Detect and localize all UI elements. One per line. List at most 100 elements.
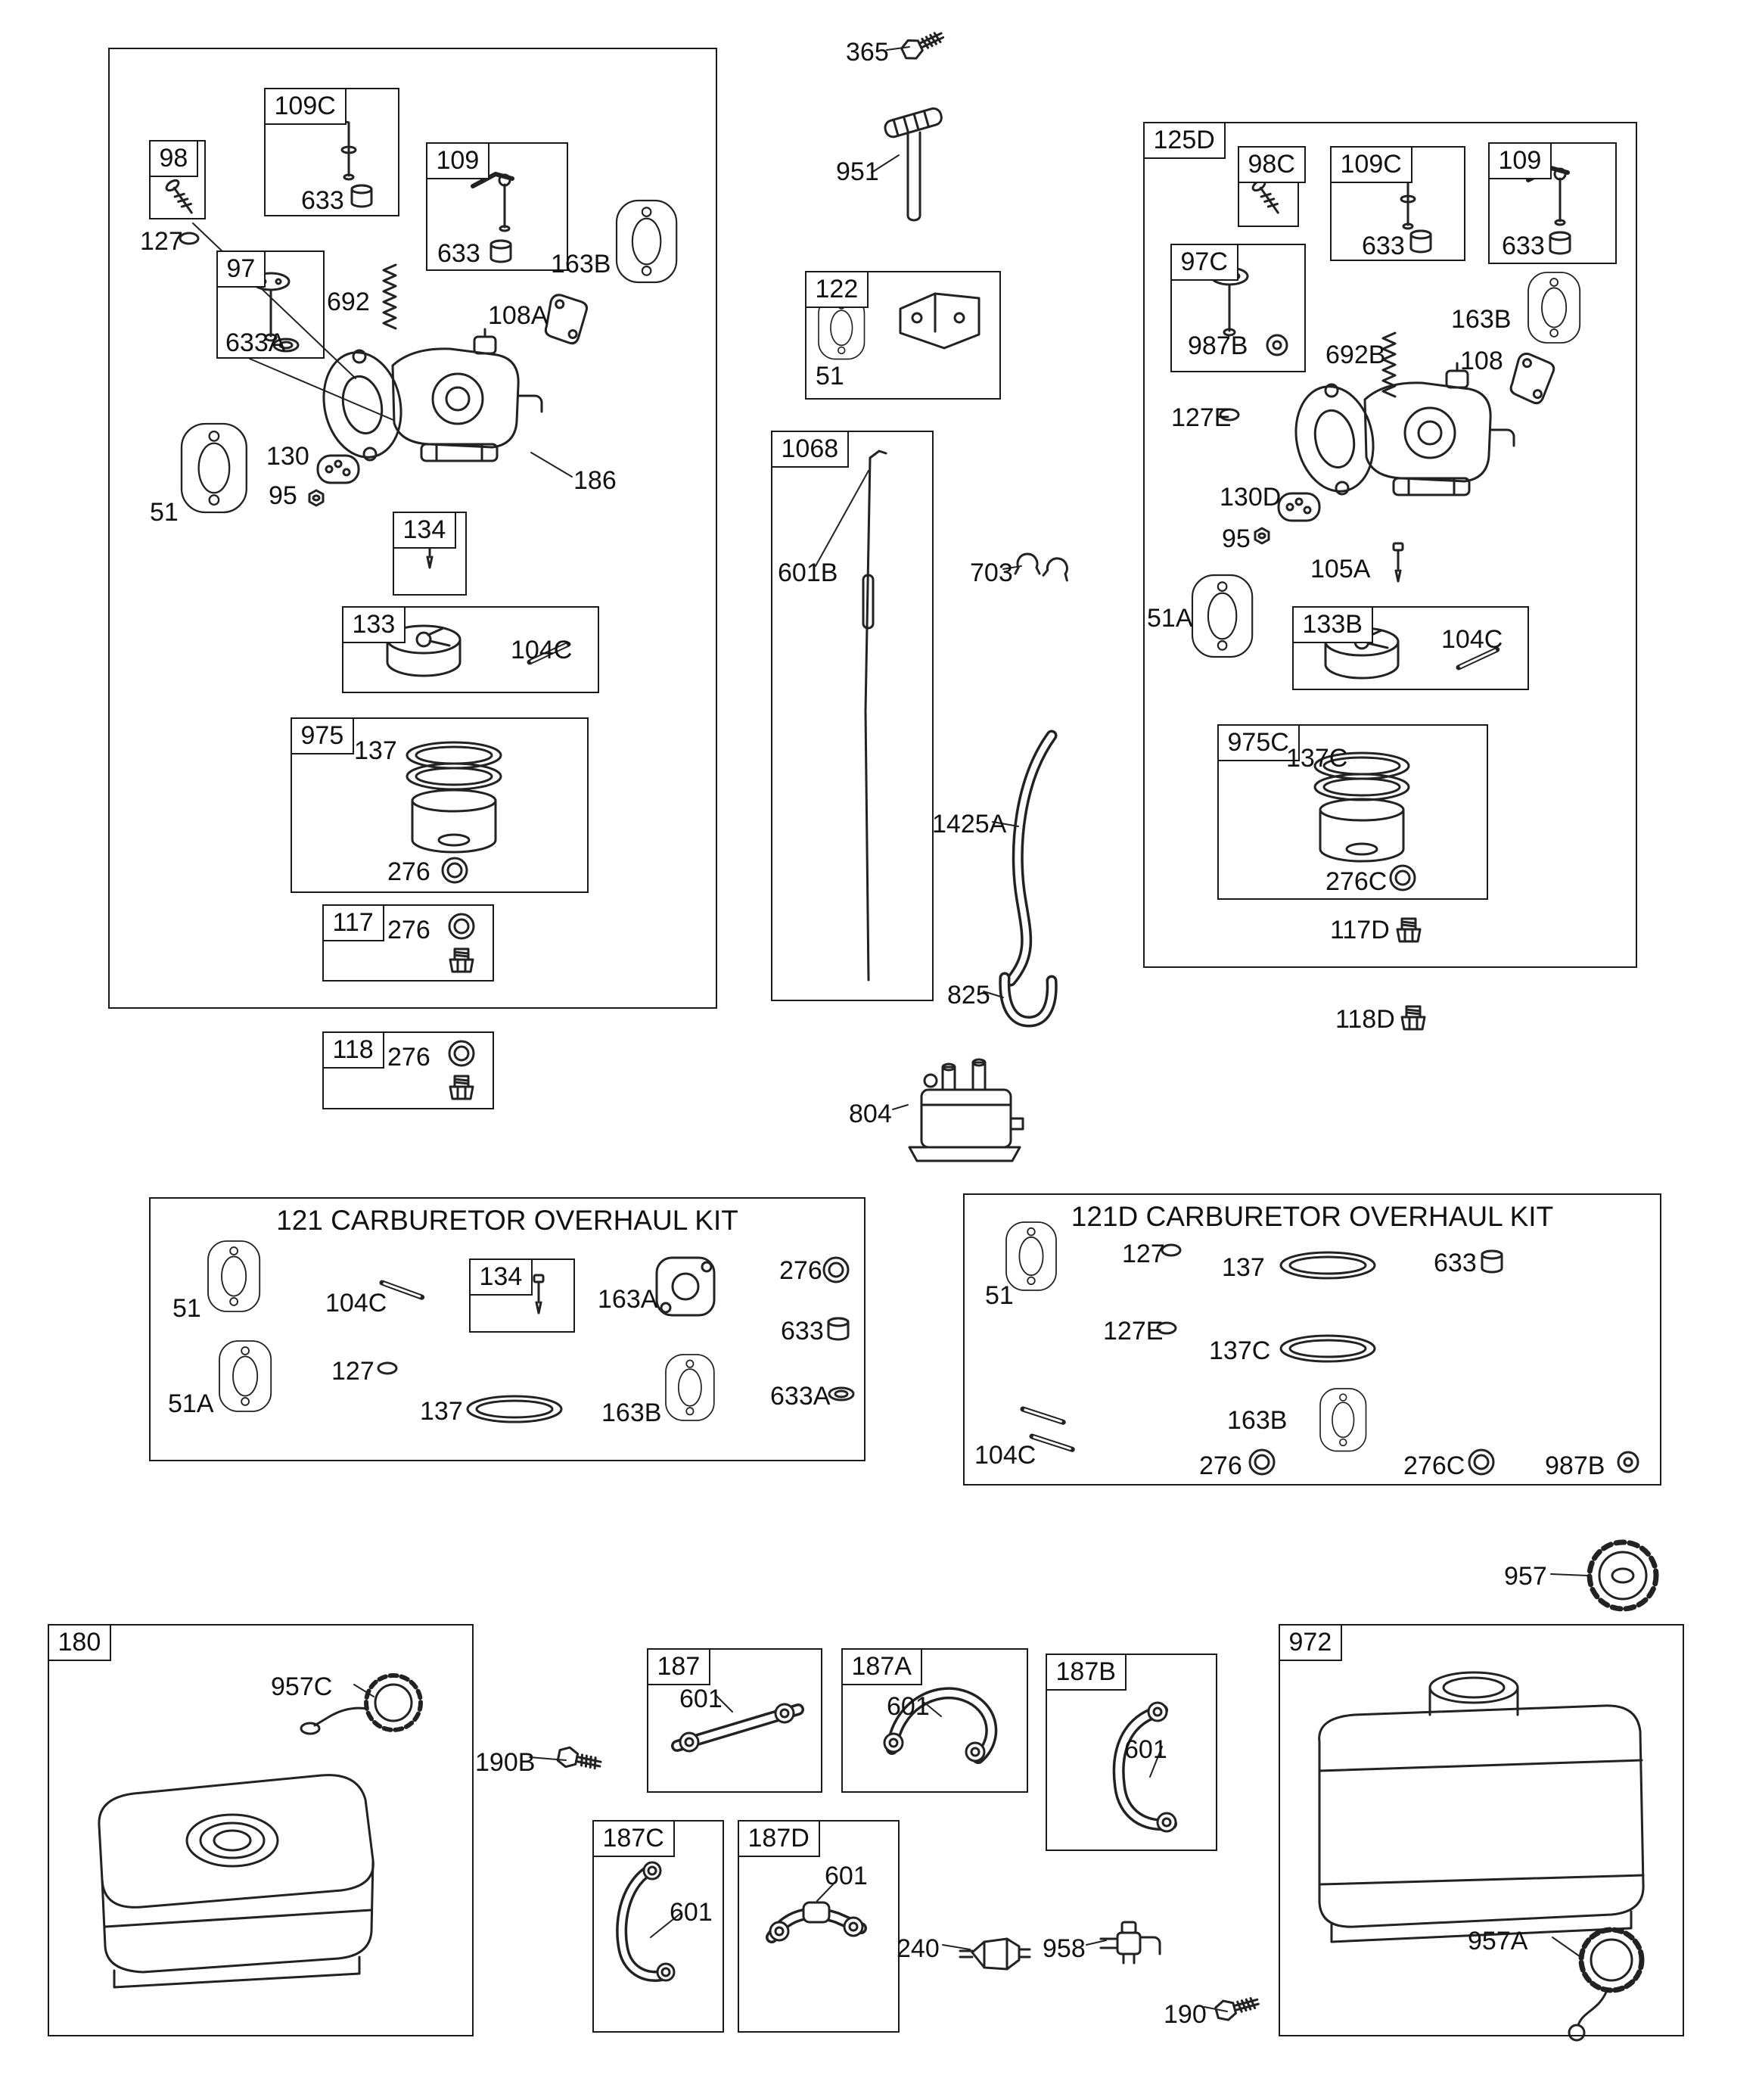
label-987b: 987B xyxy=(1188,331,1248,360)
group-box-975c: 975C xyxy=(1217,723,1488,900)
label-276c: 276C xyxy=(1403,1451,1465,1480)
label-127e: 127E xyxy=(1103,1317,1164,1346)
label-163b: 163B xyxy=(601,1398,662,1427)
group-box-187: 187 xyxy=(646,1647,822,1793)
label-365: 365 xyxy=(846,38,889,67)
group-box-134-kit: 134 xyxy=(468,1258,575,1333)
label-163b: 163B xyxy=(551,250,611,278)
label-804: 804 xyxy=(849,1100,892,1128)
label-601: 601 xyxy=(887,1692,930,1721)
label-51: 51 xyxy=(985,1281,1014,1310)
label-108: 108 xyxy=(1460,347,1503,375)
box-tag-97: 97 xyxy=(216,250,266,288)
artwork-root xyxy=(98,25,1656,2040)
clamp-icon xyxy=(1042,555,1073,582)
label-633: 633 xyxy=(781,1317,824,1346)
tube-clip-icon xyxy=(869,450,887,459)
group-box-109: 109 xyxy=(425,142,568,271)
group-box-134: 134 xyxy=(392,511,467,596)
label-958: 958 xyxy=(1043,1934,1086,1963)
group-box-carburetor-left xyxy=(108,48,717,1009)
label-601b: 601B xyxy=(778,558,838,587)
label-137: 137 xyxy=(354,736,397,765)
kit-121d-title: 121D CARBURETOR OVERHAUL KIT xyxy=(1071,1201,1554,1232)
label-95: 95 xyxy=(1222,524,1251,553)
label-276: 276 xyxy=(387,857,430,886)
label-703: 703 xyxy=(970,558,1013,587)
box-tag-109: 109 xyxy=(425,142,490,179)
box-tag-133: 133 xyxy=(341,605,406,643)
group-box-1068: 1068 xyxy=(770,430,934,1001)
label-95: 95 xyxy=(269,481,297,510)
label-633: 633 xyxy=(1434,1249,1477,1277)
label-957a: 957A xyxy=(1468,1927,1528,1955)
box-tag-109-right: 109 xyxy=(1487,142,1552,179)
box-tag-134: 134 xyxy=(392,511,457,549)
label-1425a: 1425A xyxy=(932,810,1007,838)
label-276: 276 xyxy=(779,1256,822,1285)
box-tag-117: 117 xyxy=(322,904,384,941)
fuel-pickup-tube-icon xyxy=(864,456,872,982)
group-box-187d: 187D xyxy=(737,1819,900,2033)
fuel-filter-icon xyxy=(959,1937,1031,1971)
group-box-972: 972 xyxy=(1278,1623,1684,2036)
group-box-109c: 109C xyxy=(263,87,399,216)
label-276: 276 xyxy=(387,1043,430,1072)
box-tag-975c: 975C xyxy=(1217,723,1300,761)
label-951: 951 xyxy=(836,157,879,186)
label-987b: 987B xyxy=(1545,1451,1605,1480)
label-633: 633 xyxy=(301,186,344,215)
box-tag-125d: 125D xyxy=(1142,121,1226,159)
label-601: 601 xyxy=(670,1898,713,1927)
label-186: 186 xyxy=(573,466,617,495)
group-box-98: 98 xyxy=(148,139,206,219)
box-tag-187d: 187D xyxy=(737,1819,820,1857)
group-box-133b: 133B xyxy=(1291,605,1529,690)
kit-121-title: 121 CARBURETOR OVERHAUL KIT xyxy=(276,1205,738,1236)
label-633: 633 xyxy=(1362,232,1405,260)
group-box-118: 118 xyxy=(322,1031,494,1109)
label-118d: 118D xyxy=(1335,1005,1395,1034)
label-633a: 633A xyxy=(225,328,286,357)
label-957c: 957C xyxy=(271,1672,333,1701)
label-104c: 104C xyxy=(974,1441,1036,1470)
label-127: 127 xyxy=(1122,1240,1165,1268)
bowl-nut-icon xyxy=(1400,1005,1426,1031)
label-51: 51 xyxy=(150,498,179,527)
label-276: 276 xyxy=(387,916,430,944)
group-box-125d: 125D xyxy=(1142,121,1637,968)
label-601: 601 xyxy=(679,1685,723,1713)
label-163b: 163B xyxy=(1451,305,1512,334)
label-137c: 137C xyxy=(1286,744,1348,773)
box-tag-975: 975 xyxy=(290,717,355,754)
group-box-109c-right: 109C xyxy=(1329,145,1465,261)
label-105a: 105A xyxy=(1310,555,1371,583)
box-tag-187c: 187C xyxy=(592,1819,675,1857)
hex-bolt-icon xyxy=(1213,1991,1262,2024)
label-633: 633 xyxy=(1502,232,1545,260)
group-box-133: 133 xyxy=(341,605,599,693)
label-51: 51 xyxy=(172,1294,201,1323)
fuel-shutoff-valve-icon xyxy=(1099,1921,1161,1965)
label-127: 127 xyxy=(140,227,183,256)
label-51: 51 xyxy=(816,362,844,390)
box-tag-187b: 187B xyxy=(1045,1653,1127,1691)
label-692b: 692B xyxy=(1325,341,1386,369)
label-240: 240 xyxy=(897,1934,940,1963)
label-104c: 104C xyxy=(511,636,573,664)
label-130: 130 xyxy=(266,442,309,471)
clamp-icon xyxy=(1014,552,1041,575)
group-box-117: 117 xyxy=(322,904,494,982)
box-tag-972: 972 xyxy=(1278,1623,1343,1661)
group-box-122: 122 xyxy=(804,270,1001,400)
label-276c: 276C xyxy=(1325,867,1388,896)
box-tag-118: 118 xyxy=(322,1031,384,1069)
box-tag-97c: 97C xyxy=(1170,243,1238,281)
label-276: 276 xyxy=(1199,1451,1242,1480)
box-tag-187: 187 xyxy=(646,1647,711,1685)
fuel-cap-icon xyxy=(1590,1542,1656,1609)
box-tag-1068: 1068 xyxy=(770,430,850,468)
box-tag-134-kit: 134 xyxy=(468,1258,533,1296)
group-box-187b: 187B xyxy=(1045,1653,1217,1851)
